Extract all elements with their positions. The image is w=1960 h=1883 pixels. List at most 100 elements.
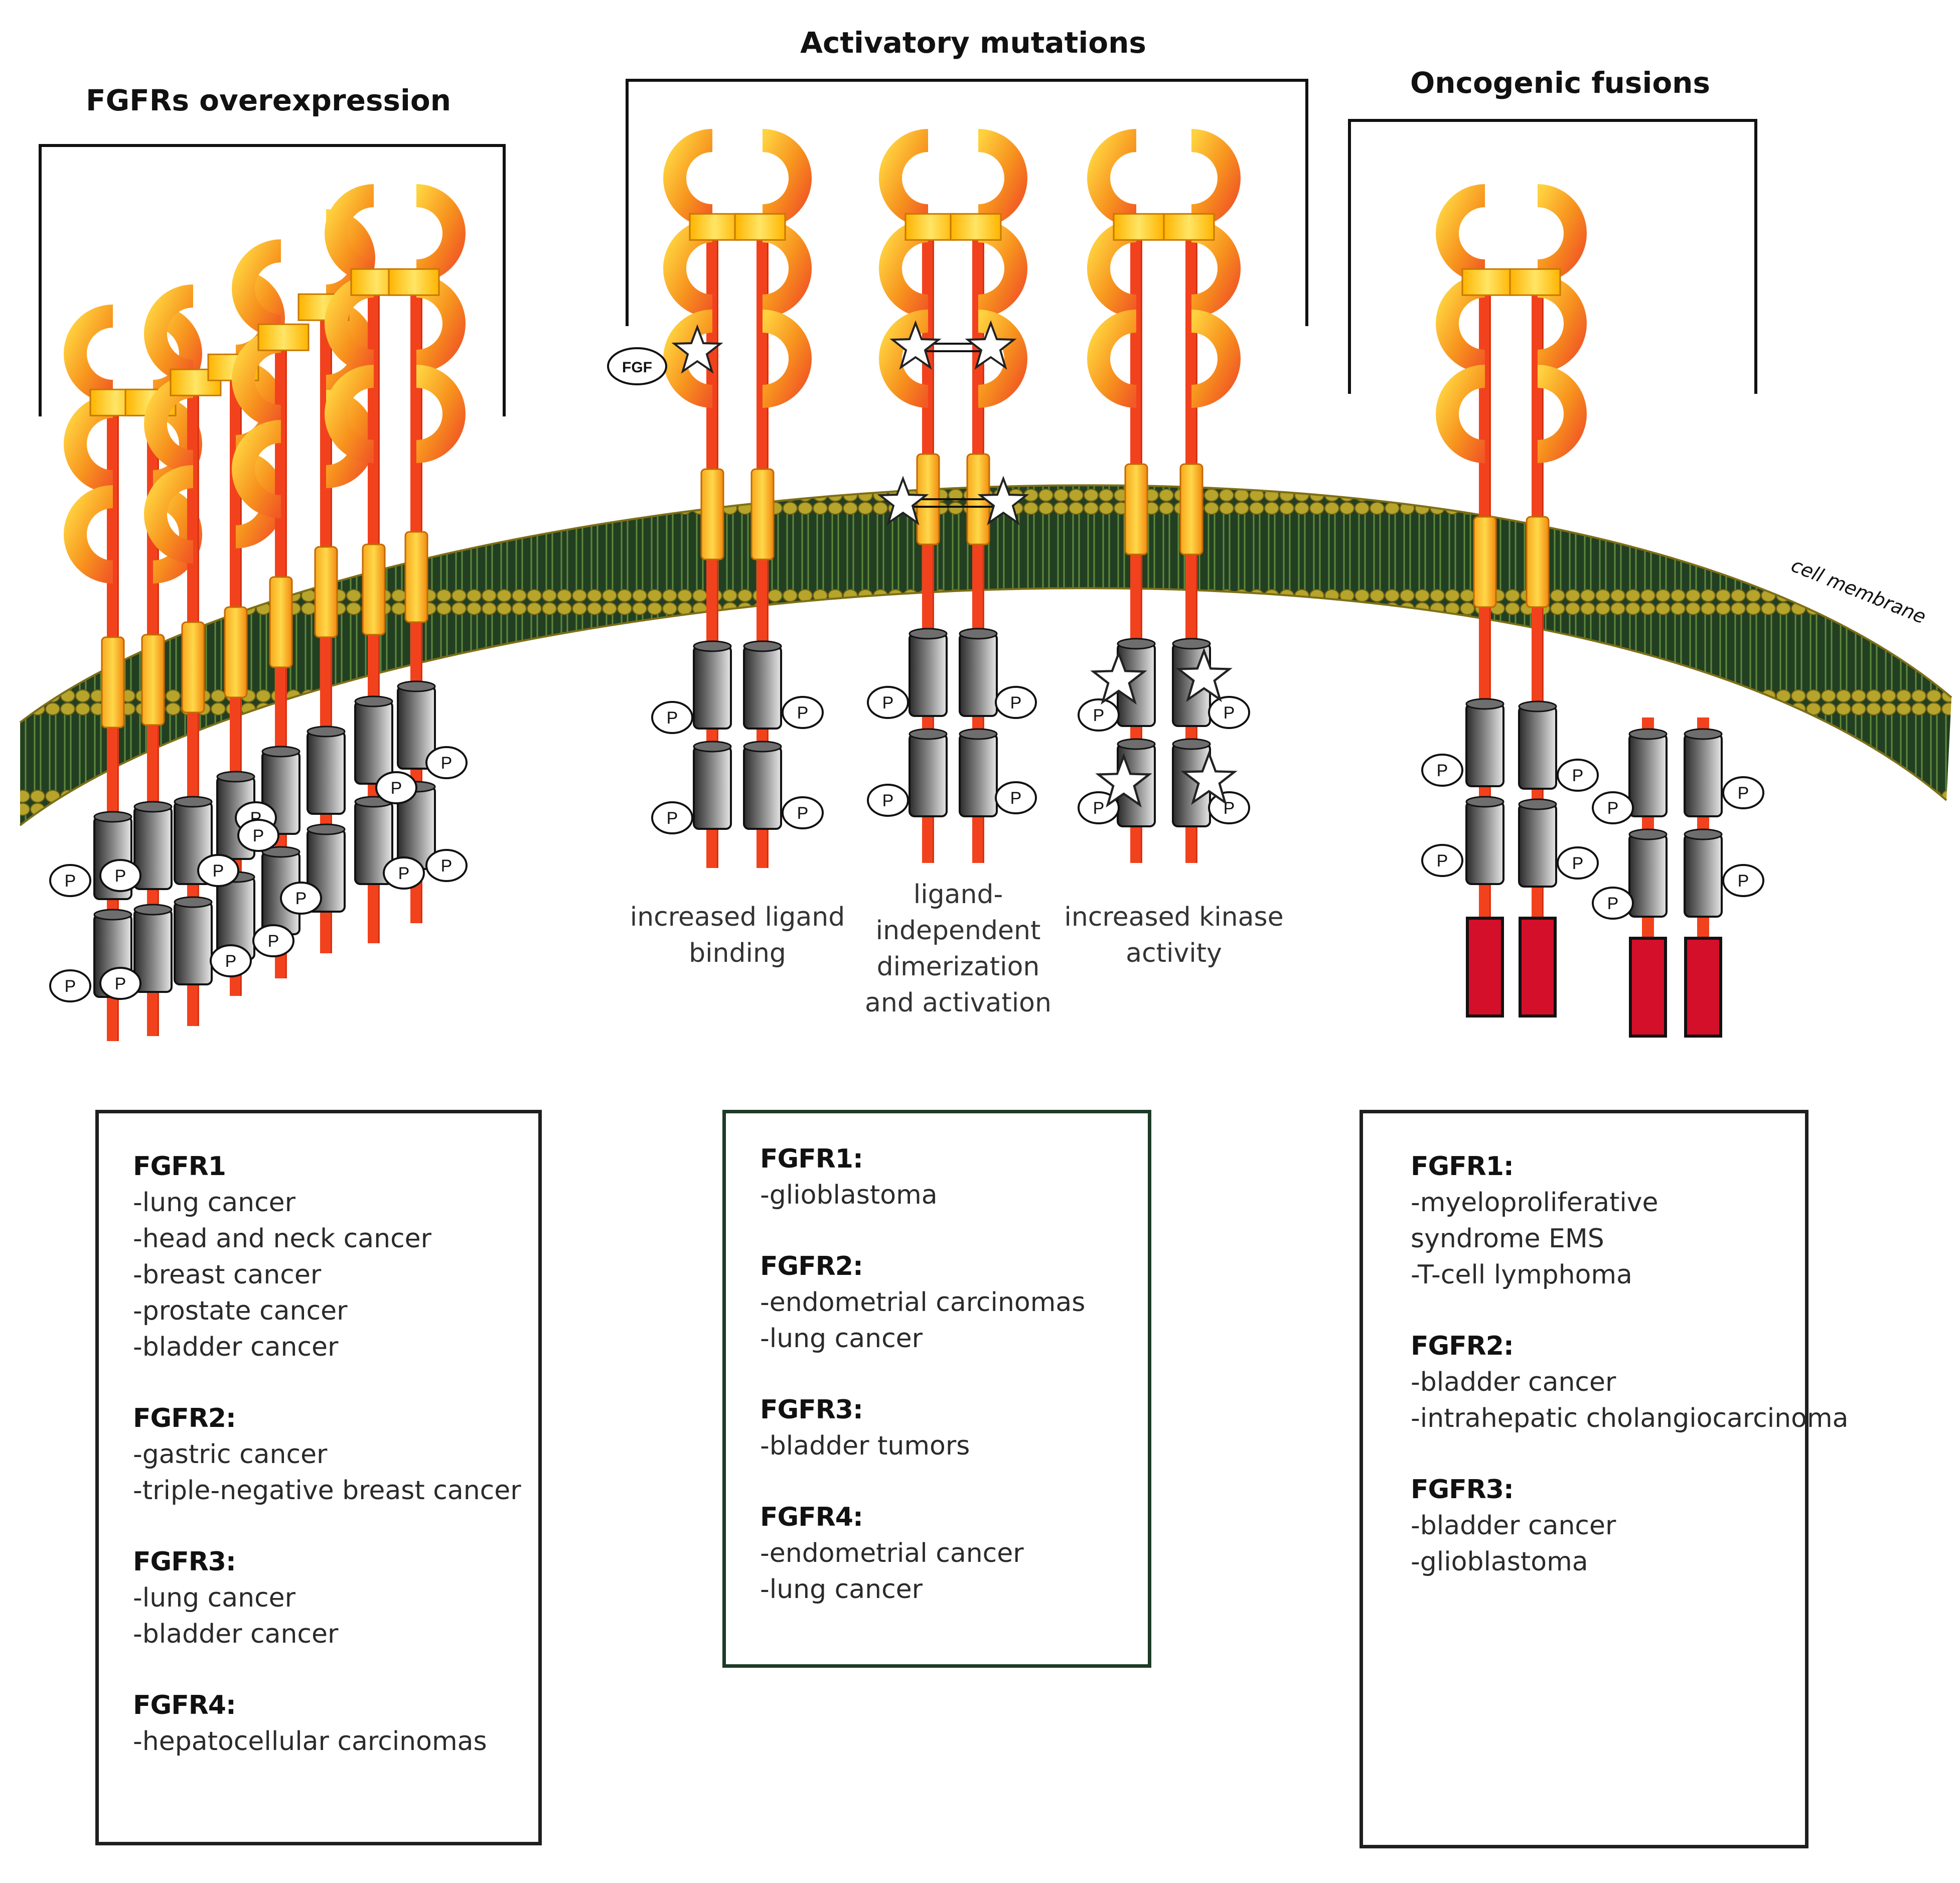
acid-box-linker bbox=[904, 213, 957, 241]
transmembrane-domain bbox=[1526, 516, 1550, 608]
phosphate-label: P bbox=[1437, 851, 1448, 871]
kinase-domain bbox=[1465, 698, 1504, 787]
phosphate-label: P bbox=[1093, 799, 1105, 818]
transmembrane-domain bbox=[1179, 463, 1203, 555]
kinase-domain bbox=[307, 726, 346, 815]
receptor-heading: FGFR2: bbox=[1411, 1331, 1514, 1361]
receptor-heading: FGFR3: bbox=[1411, 1475, 1514, 1505]
cancer-item: -endometrial cancer bbox=[760, 1538, 1024, 1568]
phosphate-label: P bbox=[65, 977, 76, 996]
transmembrane-domain bbox=[1124, 463, 1148, 555]
kinase-domain bbox=[1518, 798, 1557, 888]
cancer-item: -lung cancer bbox=[760, 1324, 923, 1354]
kinase-domain bbox=[1465, 796, 1504, 885]
receptor-group: FGFR3:-bladder tumors bbox=[760, 1392, 1148, 1464]
cancer-item: syndrome EMS bbox=[1411, 1224, 1604, 1254]
receptor-group: FGFR2:-gastric cancer-triple-negative br… bbox=[133, 1400, 538, 1509]
ig-domain bbox=[663, 310, 713, 408]
kinase-domain bbox=[909, 728, 948, 817]
transmembrane-domain bbox=[269, 576, 293, 668]
receptor-group: FGFR4:-hepatocellular carcinomas bbox=[133, 1687, 538, 1760]
ig-domain bbox=[1087, 310, 1137, 408]
ig-domain bbox=[64, 485, 113, 584]
receptor-group: FGFR2:-bladder cancer-intrahepatic chola… bbox=[1411, 1328, 1849, 1436]
receptor-group: FGFR2: -endometrial carcinomas -lung cance… bbox=[760, 1248, 1148, 1357]
cancer-item: -lung cancer bbox=[133, 1188, 296, 1218]
ig-domain bbox=[232, 420, 281, 518]
kinase-domain bbox=[959, 728, 998, 817]
phosphate-label: P bbox=[1572, 766, 1584, 785]
cancer-item: -endometrial carcinomas bbox=[760, 1287, 1086, 1318]
acid-box-linker bbox=[1113, 213, 1165, 241]
phosphate-label: P bbox=[1224, 799, 1235, 818]
cancer-item: -lung cancer bbox=[133, 1583, 296, 1613]
acid-box-linker bbox=[950, 213, 1002, 241]
ig-domain bbox=[1436, 184, 1485, 282]
fusion-partner-domain bbox=[1629, 937, 1667, 1038]
kinase-domain bbox=[693, 741, 732, 830]
transmembrane-domain bbox=[141, 634, 165, 726]
ig-domain bbox=[325, 365, 374, 463]
receptor-heading: FGFR1 bbox=[133, 1151, 226, 1182]
phosphate-label: P bbox=[441, 754, 453, 773]
acid-box-linker bbox=[388, 268, 440, 296]
bracket-overexpression bbox=[39, 144, 506, 416]
phosphate-label: P bbox=[1437, 761, 1448, 780]
phosphate-label: P bbox=[225, 952, 237, 971]
transmembrane-domain bbox=[1473, 516, 1497, 608]
receptor-heading: FGFR4: bbox=[133, 1690, 236, 1720]
phosphate-label: P bbox=[1607, 799, 1619, 818]
phosphate-label: P bbox=[1738, 872, 1749, 891]
phosphate-label: P bbox=[1093, 706, 1105, 725]
phosphate-label: P bbox=[1010, 693, 1022, 712]
ig-domain bbox=[1537, 184, 1587, 282]
cancer-item: -lung cancer bbox=[760, 1574, 923, 1605]
phosphate-label: P bbox=[398, 864, 410, 883]
title-mutations: Activatory mutations bbox=[800, 26, 1146, 60]
ig-domain bbox=[762, 129, 812, 227]
cancer-item: -bladder tumors bbox=[760, 1431, 970, 1461]
bracket-fusions bbox=[1348, 119, 1757, 394]
ig-domain bbox=[64, 305, 113, 403]
phosphate-label: P bbox=[882, 693, 894, 712]
receptor-heading: FGFR2: bbox=[760, 1251, 863, 1281]
ig-domain bbox=[1191, 129, 1241, 227]
transmembrane-domain bbox=[224, 606, 248, 698]
acid-box-linker bbox=[689, 213, 741, 241]
phosphate-label: P bbox=[667, 809, 678, 828]
phosphate-label: P bbox=[1572, 854, 1584, 873]
truncated-fusion-chain bbox=[1628, 717, 1668, 1038]
receptor-group: FGFR1:-glioblastoma bbox=[760, 1141, 1148, 1213]
kinase-domain bbox=[1628, 728, 1668, 817]
box-content: FGFR1-lung cancer-head and neck cancer-b… bbox=[133, 1148, 538, 1760]
acid-box-linker bbox=[1163, 213, 1215, 241]
receptor-heading: FGFR2: bbox=[133, 1403, 236, 1433]
kinase-domain bbox=[743, 640, 782, 730]
fgf-ligand-icon bbox=[607, 347, 667, 385]
transmembrane-domain bbox=[181, 621, 205, 713]
phosphate-label: P bbox=[253, 826, 264, 845]
receptor-group: FGFR4:-endometrial cancer-lung cancer bbox=[760, 1499, 1148, 1608]
ig-domain bbox=[1191, 310, 1241, 408]
acid-box-linker bbox=[257, 323, 310, 351]
kinase-domain bbox=[1684, 728, 1723, 817]
cancer-item: -head and neck cancer bbox=[133, 1224, 432, 1254]
kinase-domain bbox=[909, 628, 948, 717]
phosphate-label: P bbox=[882, 791, 894, 810]
cancer-item: -bladder cancer bbox=[1411, 1367, 1616, 1397]
transmembrane-domain bbox=[101, 636, 125, 729]
title-fusions: Oncogenic fusions bbox=[1410, 66, 1710, 100]
phosphate-label: P bbox=[1224, 703, 1235, 722]
receptor-heading: FGFR1: bbox=[1411, 1151, 1514, 1182]
cancer-item: -gastric cancer bbox=[133, 1439, 328, 1470]
fgfr-receptor bbox=[232, 239, 310, 978]
receptor-group: FGFR3:-bladder cancer-glioblastoma bbox=[1411, 1472, 1805, 1580]
fusion-partner-domain bbox=[1519, 917, 1557, 1018]
acid-box-linker bbox=[1461, 268, 1514, 296]
